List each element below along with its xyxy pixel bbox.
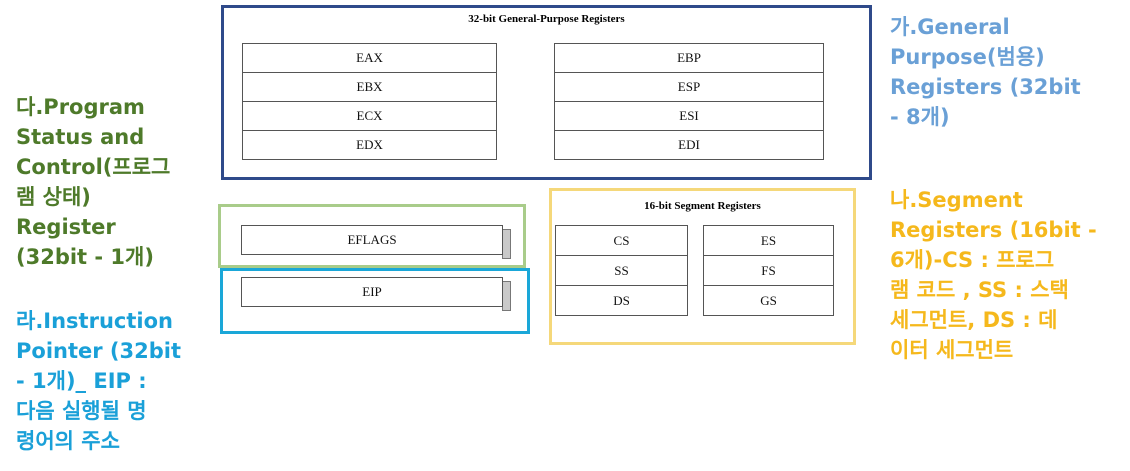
register-es: ES [703, 225, 842, 262]
segment-registers-title: 16-bit Segment Registers [644, 200, 761, 212]
register-edx: EDX [242, 130, 505, 166]
general-purpose-caption: 가.General Purpose(범용) Registers (32bit -… [890, 15, 1081, 129]
eip-register: EIP [241, 277, 511, 311]
eip-label: EIP [241, 277, 503, 307]
eflags-frame: EFLAGS [218, 204, 526, 268]
register-edi: EDI [554, 130, 832, 166]
instruction-pointer-caption: 라.Instruction Pointer (32bit - 1개)_ EIP … [16, 309, 182, 453]
gp-right-column: EBP ESP ESI EDI [554, 43, 832, 166]
general-purpose-registers-frame: 32-bit General-Purpose Registers EAX EBX… [221, 5, 872, 180]
eflags-register: EFLAGS [241, 225, 511, 259]
program-status-caption: 다.Program Status and Control(프로그 램 상태) R… [16, 95, 171, 269]
register-gs: GS [703, 285, 842, 322]
register-ebp: EBP [554, 43, 832, 79]
register-fs: FS [703, 255, 842, 292]
register-ds: DS [555, 285, 696, 322]
register-esp: ESP [554, 72, 832, 108]
segment-left-column: CS SS DS [555, 225, 696, 322]
register-cs: CS [555, 225, 696, 262]
general-purpose-registers-title: 32-bit General-Purpose Registers [468, 13, 625, 25]
register-eax: EAX [242, 43, 505, 79]
segment-registers-frame: 16-bit Segment Registers CS SS DS ES FS … [549, 188, 856, 345]
gp-left-column: EAX EBX ECX EDX [242, 43, 505, 166]
segment-registers-caption: 나.Segment Registers (16bit - 6개)-CS : 프로… [890, 188, 1097, 362]
segment-right-column: ES FS GS [703, 225, 842, 322]
register-ebx: EBX [242, 72, 505, 108]
eip-frame: EIP [220, 268, 530, 334]
eflags-label: EFLAGS [241, 225, 503, 255]
register-ecx: ECX [242, 101, 505, 137]
register-esi: ESI [554, 101, 832, 137]
register-ss: SS [555, 255, 696, 292]
